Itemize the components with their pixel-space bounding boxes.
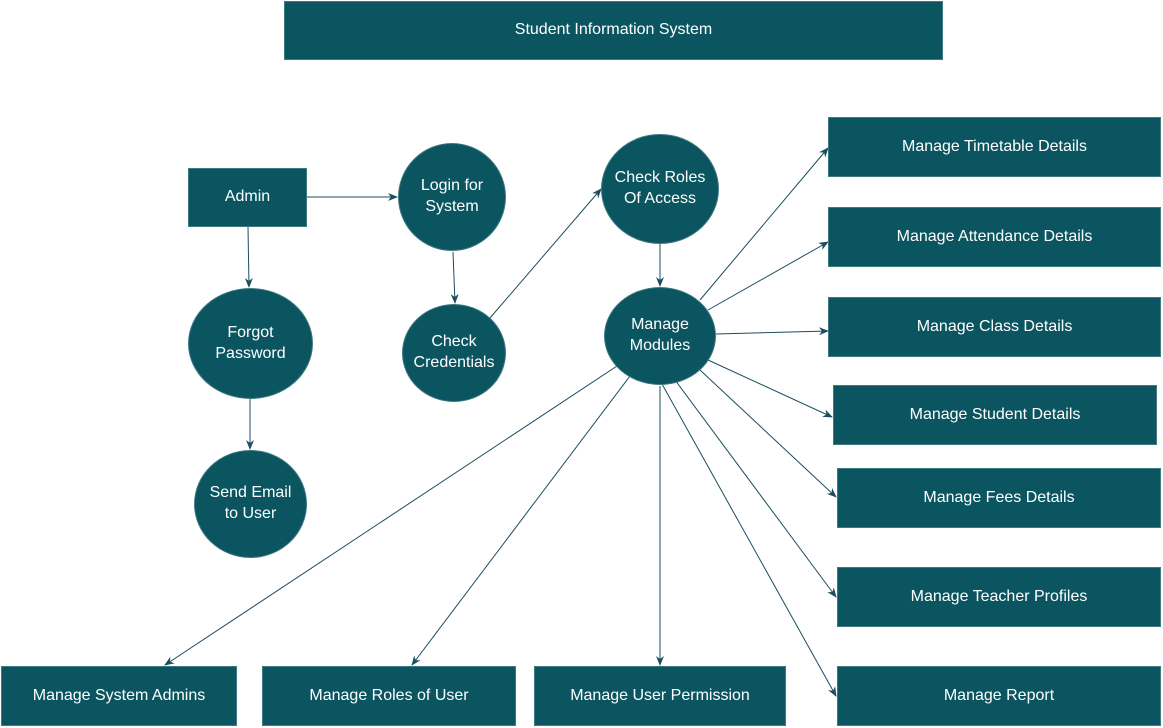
node-admin: Admin xyxy=(188,168,307,227)
edge-manage-modules-to-manage-teacher xyxy=(674,379,837,598)
node-manage-student-details: Manage Student Details xyxy=(833,385,1157,445)
edge-manage-modules-to-manage-system-admins xyxy=(164,365,618,666)
edge-manage-modules-to-manage-roles xyxy=(411,375,631,666)
edge-admin-to-forgot-password xyxy=(244,226,253,288)
node-manage-fees-details: Manage Fees Details xyxy=(837,468,1161,528)
node-send-email-to-user: Send Email to User xyxy=(194,450,307,558)
node-manage-user-permission: Manage User Permission xyxy=(534,666,786,726)
node-manage-attendance-details: Manage Attendance Details xyxy=(828,207,1161,267)
node-login-for-system: Login for System xyxy=(398,143,506,251)
node-manage-timetable-details: Manage Timetable Details xyxy=(828,117,1161,177)
diagram-title: Student Information System xyxy=(284,1,943,60)
node-manage-system-admins: Manage System Admins xyxy=(1,666,237,726)
node-manage-teacher-profiles: Manage Teacher Profiles xyxy=(837,567,1161,627)
node-manage-class-details: Manage Class Details xyxy=(828,297,1161,357)
edge-check-credentials-to-check-roles xyxy=(489,188,602,319)
edge-login-to-check-credentials xyxy=(450,251,459,304)
edge-manage-modules-to-manage-attendance xyxy=(707,241,829,311)
edge-manage-modules-to-manage-student xyxy=(707,359,833,418)
node-forgot-password: Forgot Password xyxy=(188,288,313,399)
node-manage-modules: Manage Modules xyxy=(604,287,716,385)
node-check-credentials: Check Credentials xyxy=(402,304,506,402)
edge-manage-modules-to-manage-class xyxy=(715,327,829,336)
edge-manage-modules-to-manage-timetable xyxy=(699,147,829,301)
node-manage-report: Manage Report xyxy=(837,666,1161,726)
edge-manage-modules-to-manage-report xyxy=(661,383,837,697)
node-check-roles-of-access: Check Roles Of Access xyxy=(601,134,719,244)
node-manage-roles-of-user: Manage Roles of User xyxy=(262,666,516,726)
edge-manage-modules-to-manage-fees xyxy=(699,369,837,498)
